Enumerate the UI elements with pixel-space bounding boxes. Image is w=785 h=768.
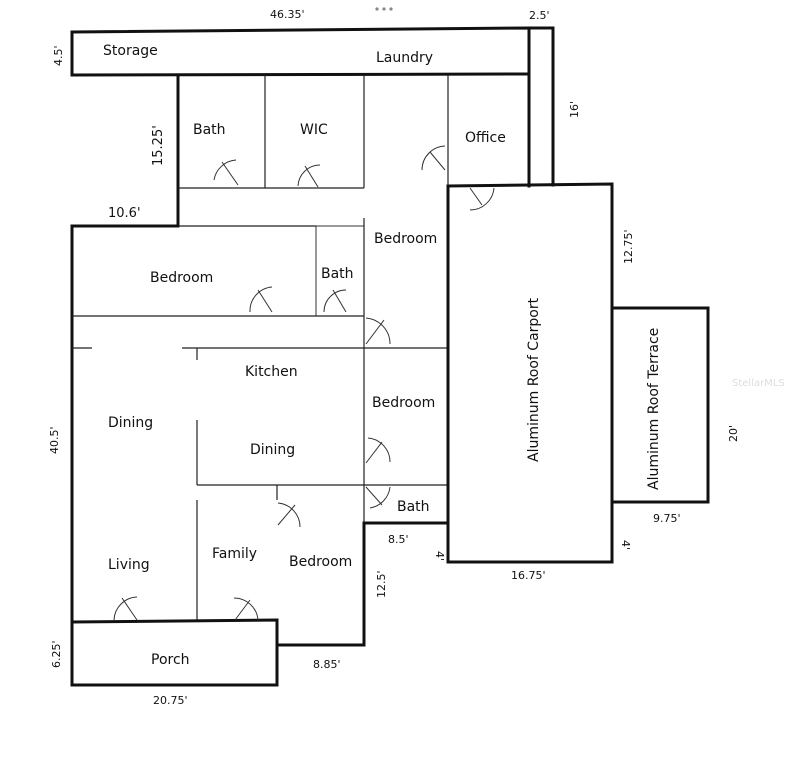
- room-dining-center: Dining: [250, 442, 295, 458]
- walls: [70, 26, 710, 687]
- dim-porch-depth: 6.25': [50, 640, 63, 668]
- room-bath-mid: Bath: [321, 266, 354, 282]
- room-wic: WIC: [300, 122, 328, 138]
- room-dining-left: Dining: [108, 415, 153, 431]
- dim-terrace-length: 20': [727, 425, 740, 442]
- room-family: Family: [212, 546, 257, 562]
- dim-top-width: 46.35': [270, 8, 305, 21]
- watermark: StellarMLS: [732, 378, 785, 389]
- room-kitchen: Kitchen: [245, 364, 298, 380]
- door-swings: [113, 145, 495, 621]
- room-labels: Storage Laundry Bath WIC Office Bedroom …: [103, 43, 662, 668]
- dim-strip-width: 2.5': [529, 9, 550, 22]
- room-living: Living: [108, 557, 150, 573]
- room-terrace: Aluminum Roof Terrace: [646, 328, 662, 490]
- dim-storage-depth: 4.5': [52, 45, 65, 66]
- dim-terrace-width: 9.75': [653, 512, 681, 525]
- room-bedroom-right: Bedroom: [372, 395, 435, 411]
- more-dots-icon[interactable]: [375, 7, 393, 11]
- room-bedroom-left: Bedroom: [150, 270, 213, 286]
- dim-carport-upper: 12.75': [622, 229, 635, 264]
- dim-carport-offset: 4': [619, 540, 632, 550]
- dim-bath-offset-depth: 4': [433, 551, 446, 561]
- room-storage: Storage: [103, 43, 158, 59]
- room-porch: Porch: [151, 652, 190, 668]
- dim-left-offset: 10.6': [108, 206, 141, 221]
- room-bedroom-center: Bedroom: [374, 231, 437, 247]
- dim-bedroom-depth: 12.5': [375, 570, 388, 598]
- room-laundry: Laundry: [376, 50, 433, 66]
- dimension-labels: 46.35' 2.5' 4.5' 16' 15.25' 10.6' 12.75'…: [48, 8, 740, 707]
- dim-bedroom-width: 8.85': [313, 658, 341, 671]
- room-office: Office: [465, 130, 506, 146]
- dim-carport-width: 16.75': [511, 569, 546, 582]
- dim-porch-width: 20.75': [153, 694, 188, 707]
- room-bedroom-bottom: Bedroom: [289, 554, 352, 570]
- room-carport: Aluminum Roof Carport: [526, 297, 542, 462]
- dim-strip-length: 16': [568, 101, 581, 118]
- room-bath-top: Bath: [193, 122, 226, 138]
- dim-bath-offset-width: 8.5': [388, 533, 409, 546]
- dim-left-length: 40.5': [48, 426, 61, 454]
- room-bath-bottom: Bath: [397, 499, 430, 515]
- dim-bath-wing-depth: 15.25': [151, 125, 166, 166]
